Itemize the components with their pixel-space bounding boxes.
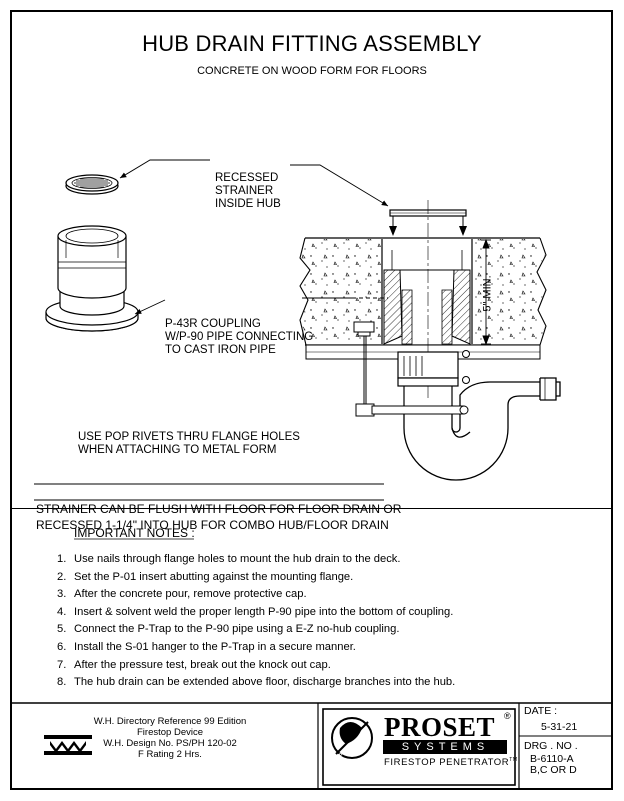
brand-tagline: FIRESTOP PENETRATORTM <box>384 757 518 769</box>
p-trap <box>403 377 561 481</box>
date-label: DATE : <box>524 705 558 717</box>
brand-systems: SYSTEMS <box>401 741 490 753</box>
concrete-slab <box>299 237 547 360</box>
dimension-label: 5" MIN. <box>481 275 494 312</box>
list-item: 1.Use nails through flange holes to moun… <box>57 553 401 565</box>
strainer-part <box>65 174 119 195</box>
brand-registered: ® <box>504 711 511 721</box>
hub-section <box>381 239 473 345</box>
list-item: 7.After the pressure test, break out the… <box>57 658 331 671</box>
notes-heading: IMPORTANT NOTES : <box>74 526 195 540</box>
date-value: 5-31-21 <box>541 721 578 733</box>
p90-pipe <box>397 351 459 405</box>
list-item: 4.Insert & solvent weld the proper lengt… <box>57 605 454 618</box>
notes-divider <box>12 508 612 509</box>
notes-list: 1.Use nails through flange holes to moun… <box>57 551 455 692</box>
wh-reference: W.H. Directory Reference 99 Edition Fire… <box>93 716 247 760</box>
drawing-number-label: DRG . NO . <box>524 740 578 752</box>
drawing-subtitle: CONCRETE ON WOOD FORM FOR FLOORS <box>197 65 427 77</box>
hub-coupling-part <box>45 225 139 332</box>
s01-hanger <box>353 321 470 417</box>
list-item: 5.Connect the P-Trap to the P-90 pipe us… <box>57 623 400 636</box>
list-item: 3.After the concrete pour, remove protec… <box>57 588 307 601</box>
list-item: 6.Install the S-01 hanger to the P-Trap … <box>57 640 356 653</box>
list-item: 2.Set the P-01 insert abutting against t… <box>57 570 354 583</box>
brand-name: PROSET <box>384 712 496 742</box>
list-item: 8.The hub drain can be extended above fl… <box>57 676 456 689</box>
drawing-title: HUB DRAIN FITTING ASSEMBLY <box>142 31 482 56</box>
drawing-border <box>10 10 613 790</box>
strainer-note: STRAINER CAN BE FLUSH WITH FLOOR FOR FLO… <box>36 502 402 532</box>
